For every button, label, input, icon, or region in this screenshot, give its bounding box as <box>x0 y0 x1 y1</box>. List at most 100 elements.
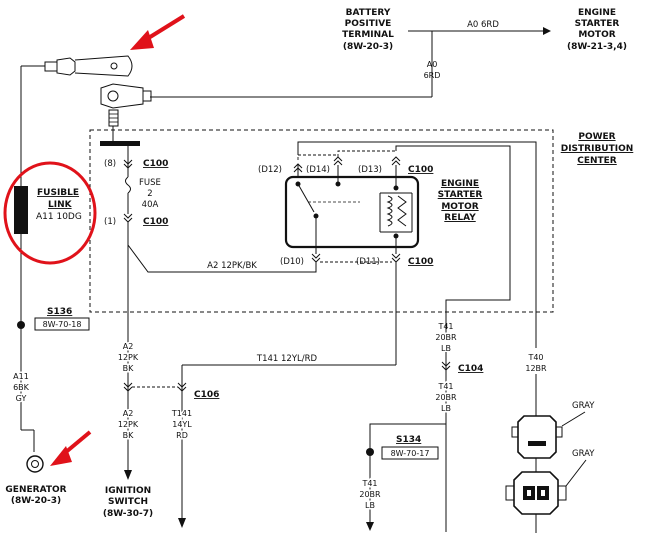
svg-text:GENERATOR: GENERATOR <box>5 485 66 495</box>
battery-clamp <box>100 83 152 109</box>
svg-text:MOTOR: MOTOR <box>578 30 615 40</box>
svg-text:T141: T141 <box>171 409 192 418</box>
svg-text:POWER: POWER <box>578 132 615 142</box>
red-arrow-top <box>130 14 186 50</box>
svg-text:(8W-30-7): (8W-30-7) <box>103 509 153 519</box>
arrow-to-starter <box>543 27 551 35</box>
svg-text:20BR: 20BR <box>435 393 457 402</box>
gray1-label: GRAY <box>572 401 595 411</box>
svg-text:MOTOR: MOTOR <box>441 202 478 212</box>
gray2-label: GRAY <box>572 449 595 459</box>
wire-t141-horiz-label: T141 12YL/RD <box>256 354 318 364</box>
connector-c106-a2 <box>123 382 133 392</box>
c100-top-label: C100 <box>143 159 168 169</box>
svg-text:RD: RD <box>176 431 188 440</box>
s134-ref-box <box>381 446 439 460</box>
gray1-leader <box>561 411 586 427</box>
svg-text:DISTRIBUTION: DISTRIBUTION <box>561 144 634 154</box>
generator-label: GENERATOR (8W-20-3) <box>5 485 66 506</box>
svg-text:BK: BK <box>123 431 134 440</box>
pin-d11-label: (D11) <box>356 257 380 267</box>
svg-text:20BR: 20BR <box>435 333 457 342</box>
wire-a2-horiz-label: A2 12PK/BK <box>207 261 257 271</box>
fusible-link-label: FUSIBLE LINK A11 10DG <box>36 188 82 222</box>
svg-text:A2: A2 <box>123 409 134 418</box>
fuse-label: FUSE 2 40A <box>139 178 161 210</box>
s136-ref: 8W-70-18 <box>43 320 82 329</box>
wire-a2-vert1-label: A2 12PK BK <box>116 341 140 375</box>
svg-text:2: 2 <box>147 189 152 199</box>
svg-text:(8W-20-3): (8W-20-3) <box>343 42 393 52</box>
svg-text:SWITCH: SWITCH <box>108 497 148 507</box>
svg-text:20BR: 20BR <box>359 490 381 499</box>
relay-dashed-link-top <box>297 154 338 160</box>
gray2-leader <box>565 459 587 487</box>
svg-text:14YL: 14YL <box>172 420 192 429</box>
svg-text:40A: 40A <box>142 200 159 210</box>
wire-t41-to-s134 <box>369 423 446 525</box>
svg-text:GY: GY <box>16 394 27 403</box>
svg-text:CENTER: CENTER <box>577 156 617 166</box>
gray-connector-bottom <box>505 471 567 515</box>
svg-text:ENGINE: ENGINE <box>441 179 479 189</box>
relay-switch <box>295 181 360 254</box>
svg-text:T41: T41 <box>437 382 453 391</box>
relay-label: ENGINE STARTER MOTOR RELAY <box>438 179 483 223</box>
red-arrow-bottom <box>50 430 92 466</box>
bus-bar <box>100 141 140 146</box>
svg-text:12PK: 12PK <box>118 353 139 362</box>
connector-c100-mid <box>123 213 133 223</box>
svg-text:LB: LB <box>365 501 375 510</box>
svg-text:ENGINE: ENGINE <box>578 8 616 18</box>
svg-text:POSITIVE: POSITIVE <box>345 19 392 29</box>
pin-d14-label: (D14) <box>306 165 330 175</box>
svg-text:A11: A11 <box>13 372 29 381</box>
svg-text:A11 10DG: A11 10DG <box>36 212 82 222</box>
pdc-label: POWER DISTRIBUTION CENTER <box>561 132 634 166</box>
connector-d10 <box>311 253 321 263</box>
fusible-link-element <box>14 186 28 234</box>
svg-text:6BK: 6BK <box>13 383 30 392</box>
pin-1-label: (1) <box>104 217 116 227</box>
svg-text:FUSE: FUSE <box>139 178 161 188</box>
s136-ref-box <box>34 317 90 331</box>
wire-d13-right-loop <box>395 145 511 336</box>
svg-text:BK: BK <box>123 364 134 373</box>
svg-text:LB: LB <box>441 344 451 353</box>
svg-text:LB: LB <box>441 404 451 413</box>
ignition-switch-label: IGNITION SWITCH (8W-30-7) <box>103 486 153 519</box>
s136-label: S136 <box>47 307 72 317</box>
svg-text:BATTERY: BATTERY <box>346 8 391 18</box>
svg-text:TERMINAL: TERMINAL <box>342 30 394 40</box>
svg-text:LINK: LINK <box>48 200 73 210</box>
fuse-symbol <box>125 176 131 194</box>
pin-d13-label: (D13) <box>358 165 382 175</box>
wire-t41-mid-label: T41 20BR LB <box>434 381 459 415</box>
c104-label: C104 <box>458 364 483 374</box>
s134-ref: 8W-70-17 <box>391 449 430 458</box>
battery-post-bolt <box>108 109 119 127</box>
engine-starter-motor-relay <box>284 175 420 249</box>
relay-dashed-link-d13 <box>337 150 396 157</box>
wire-a2-vert2-label: A2 12PK BK <box>116 408 140 442</box>
connector-d11 <box>391 253 401 263</box>
svg-text:T40: T40 <box>527 353 543 362</box>
generator-terminal <box>21 429 44 473</box>
svg-text:STARTER: STARTER <box>438 190 483 200</box>
gray-connector-top <box>511 415 563 459</box>
svg-text:IGNITION: IGNITION <box>105 486 151 496</box>
s134-label: S134 <box>396 435 421 445</box>
connector-d14 <box>333 156 343 166</box>
wire-a0-vert-label-1: A0 <box>427 60 438 69</box>
wire-d12-to-t40 <box>297 141 537 348</box>
s136-splice-dot <box>17 321 25 329</box>
arrow-t141-down <box>178 518 186 528</box>
wire-t40-label: T40 12BR <box>524 352 549 375</box>
ring-terminal-top <box>44 55 133 77</box>
wire-a11-label: A11 6BK GY <box>12 371 32 405</box>
arrow-a2-down <box>124 470 132 480</box>
svg-text:T41: T41 <box>361 479 377 488</box>
svg-text:A2: A2 <box>123 342 134 351</box>
c100-bottom-label: C100 <box>408 257 433 267</box>
